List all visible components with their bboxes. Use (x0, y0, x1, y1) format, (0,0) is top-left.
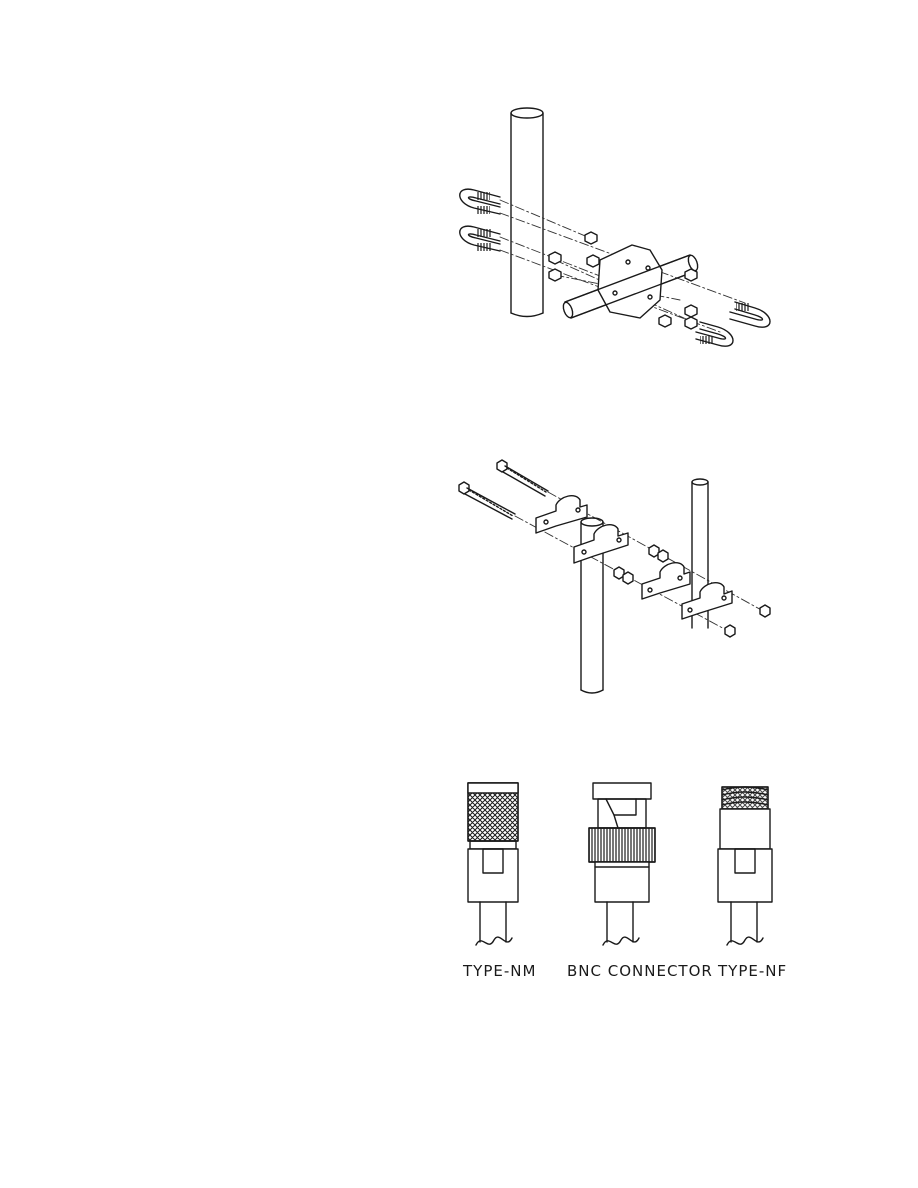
bnc-connector-label: BNC CONNECTOR (567, 962, 713, 980)
clamp-bracket-1 (536, 496, 587, 533)
clamp-bracket-3 (642, 563, 690, 599)
u-bolt-right-lower (696, 322, 733, 346)
long-bolt-upper (497, 460, 548, 496)
u-bolt-left-upper (460, 189, 500, 214)
type-nm-label: TYPE-NM (462, 962, 536, 980)
bnc-connector (589, 783, 655, 945)
mast-pipe (511, 108, 543, 317)
long-bolt-lower (459, 482, 515, 519)
u-bolt-crossarm-diagram (460, 108, 770, 346)
type-nf-label: TYPE-NF (717, 962, 787, 980)
clamp-bracket-4 (682, 583, 732, 619)
type-nf-connector (718, 787, 772, 945)
u-bolt-right-upper (730, 302, 770, 327)
type-nm-connector (468, 783, 518, 945)
u-bolt-left-lower (460, 226, 500, 251)
clamp-bracket-2 (574, 525, 628, 563)
side-mount-clamp-diagram (459, 460, 770, 693)
connector-types-diagram: TYPE-NM BNC CONNECTOR TYPE-NF (462, 783, 787, 980)
